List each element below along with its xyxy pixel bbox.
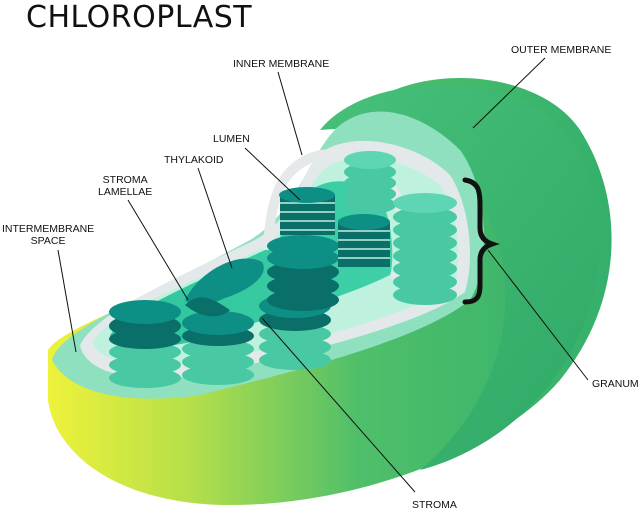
granum-stack-tall <box>267 235 339 311</box>
leader-lumen <box>244 147 301 201</box>
label-stroma: STROMA <box>412 499 457 511</box>
stroma-lamellae <box>185 297 230 317</box>
granum-bracket <box>462 177 500 305</box>
lumen-stack-right <box>338 214 390 267</box>
leader-outer-membrane <box>472 57 546 129</box>
leader-stroma <box>261 317 416 493</box>
label-thylakoid: THYLAKOID <box>164 154 224 166</box>
label-outer-membrane: OUTER MEMBRANE <box>511 44 612 56</box>
label-stroma-lamellae-line2: LAMELLAE <box>98 186 153 198</box>
leader-intermembrane-space <box>57 249 77 353</box>
label-intermembrane-space-line1: INTERMEMBRANE <box>2 223 95 235</box>
leader-thylakoid <box>197 167 233 269</box>
granum-stack-right <box>393 193 457 305</box>
granum-stack-left <box>109 300 181 388</box>
label-intermembrane-space-line2: SPACE <box>30 235 66 247</box>
lumen-stack-left <box>279 187 335 235</box>
label-intermembrane-space: INTERMEMBRANE SPACE <box>2 223 94 247</box>
label-stroma-lamellae-line1: STROMA <box>102 174 148 186</box>
granum-stack-top <box>344 151 396 214</box>
leader-inner-membrane <box>277 71 303 156</box>
label-granum: GRANUM <box>592 378 639 390</box>
leader-granum <box>487 249 589 381</box>
label-inner-membrane: INNER MEMBRANE <box>233 58 330 70</box>
leader-lines <box>57 57 589 493</box>
label-lumen: LUMEN <box>213 133 250 145</box>
leader-stroma-lamellae <box>127 199 189 301</box>
granum-stack-center-left <box>182 311 254 385</box>
outer-membrane-cap <box>320 85 600 470</box>
thylakoid-lamella <box>185 258 264 306</box>
label-stroma-lamellae: STROMA LAMELLAE <box>98 174 152 198</box>
diagram-title: CHLOROPLAST <box>26 0 253 35</box>
